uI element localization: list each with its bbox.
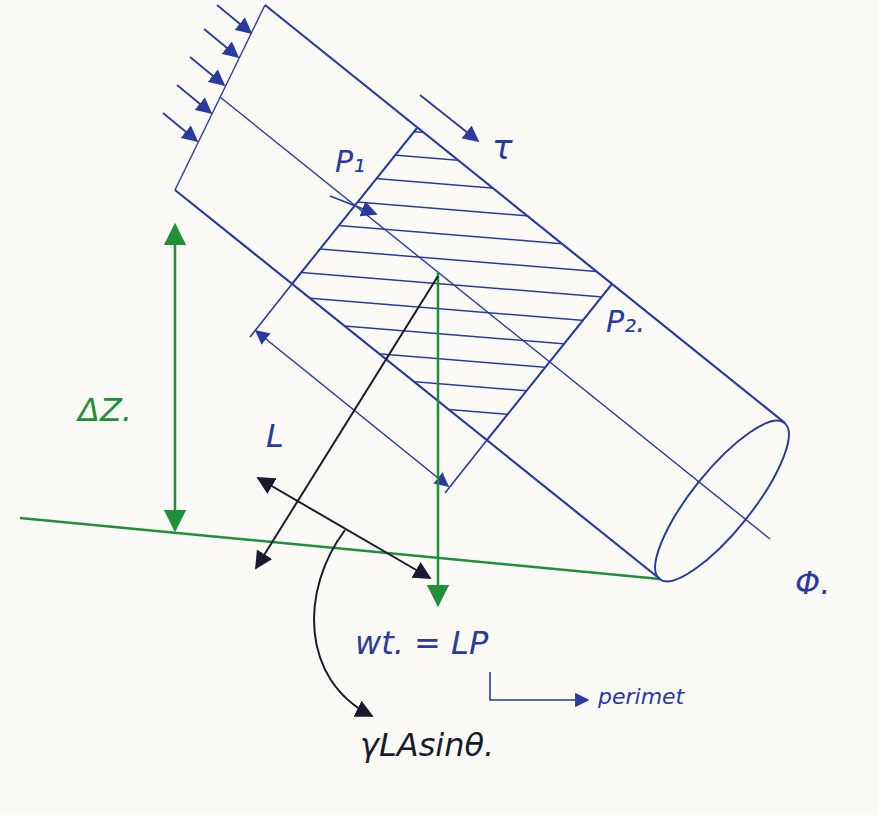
flow-arrows — [163, 5, 251, 141]
pressure-label: P₁ — [335, 145, 365, 180]
shear-label: τ — [492, 128, 512, 167]
height-arrow — [174, 225, 177, 530]
pressure-label: P₂. — [606, 305, 646, 340]
perimeter-note: perimet — [598, 684, 684, 709]
fluid-element — [270, 120, 640, 440]
height-label: ΔZ. — [78, 392, 132, 429]
pressure-arrow — [330, 196, 376, 214]
leader-line — [314, 530, 372, 716]
length-label: L — [266, 418, 284, 455]
datum-line — [20, 518, 660, 579]
weight-label: wt. = LP — [355, 625, 488, 662]
slope-component — [258, 478, 430, 578]
force-component-label: γLAsinθ. — [360, 727, 494, 764]
normal-component — [256, 276, 438, 568]
diameter-label: Φ. — [795, 565, 830, 602]
perimeter-leader — [490, 672, 588, 700]
pipe-outline — [175, 5, 808, 598]
weight-arrow — [437, 272, 440, 605]
shear-arrow — [420, 95, 478, 141]
